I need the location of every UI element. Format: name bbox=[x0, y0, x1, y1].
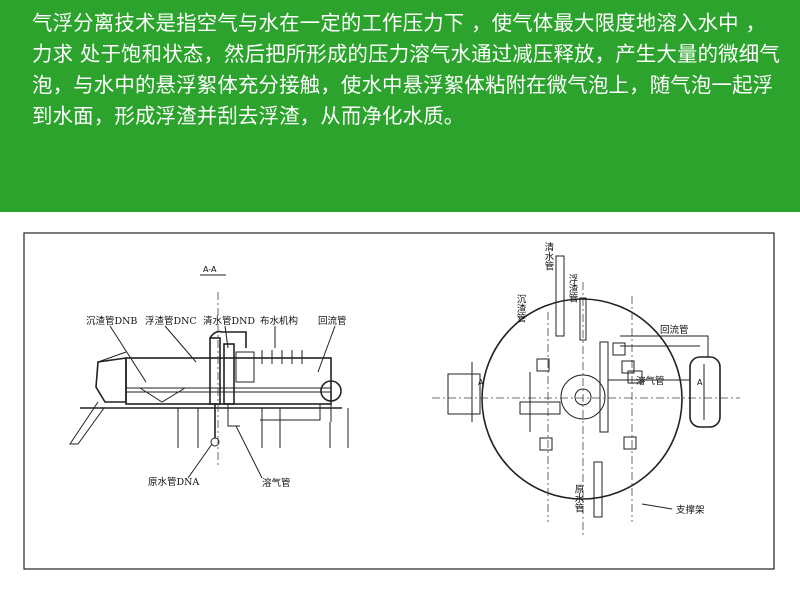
label-top-sludge-pipe: 沉渣管 bbox=[515, 294, 527, 323]
label-raw-pipe: 原水管DNA bbox=[148, 476, 199, 488]
label-distributor: 布水机构 bbox=[260, 315, 298, 327]
label-top-scum-pipe: 浮渣管 bbox=[567, 273, 579, 302]
label-top-support: 支撑架 bbox=[676, 504, 705, 516]
section-mark-right: A bbox=[697, 378, 703, 387]
tank-outline bbox=[481, 298, 683, 500]
label-scum-pipe: 浮渣管DNC bbox=[145, 315, 197, 327]
label-top-clear-pipe: 清水管 bbox=[543, 241, 555, 270]
side-view: A-A 沉渣管DNB 浮渣管DNC 清水管DND 布水机构 回流管 原水管DNA… bbox=[69, 265, 349, 489]
diagram-frame bbox=[23, 232, 775, 570]
flotation-diagram: A-A 沉渣管DNB 浮渣管DNC 清水管DND 布水机构 回流管 原水管DNA… bbox=[23, 232, 775, 570]
label-top-raw-pipe: 原水管 bbox=[573, 484, 585, 513]
label-dissolved-air-pipe: 溶气管 bbox=[262, 477, 291, 489]
diagram-panel: A-A 沉渣管DNB 浮渣管DNC 清水管DND 布水机构 回流管 原水管DNA… bbox=[0, 212, 800, 591]
label-top-return-pipe: 回流管 bbox=[660, 324, 689, 336]
label-sludge-pipe: 沉渣管DNB bbox=[86, 315, 137, 327]
label-return-pipe: 回流管 bbox=[318, 315, 347, 327]
section-title: A-A bbox=[203, 265, 217, 274]
label-top-dissolved-air-pipe: 溶气管 bbox=[636, 375, 665, 387]
section-mark-left: A bbox=[478, 378, 484, 387]
top-view: A A bbox=[432, 241, 740, 537]
intro-paragraph: 气浮分离技术是指空气与水在一定的工作压力下 ，使气体最大限度地溶入水中 ，力求 … bbox=[32, 11, 780, 128]
label-clear-pipe: 清水管DND bbox=[203, 315, 255, 327]
